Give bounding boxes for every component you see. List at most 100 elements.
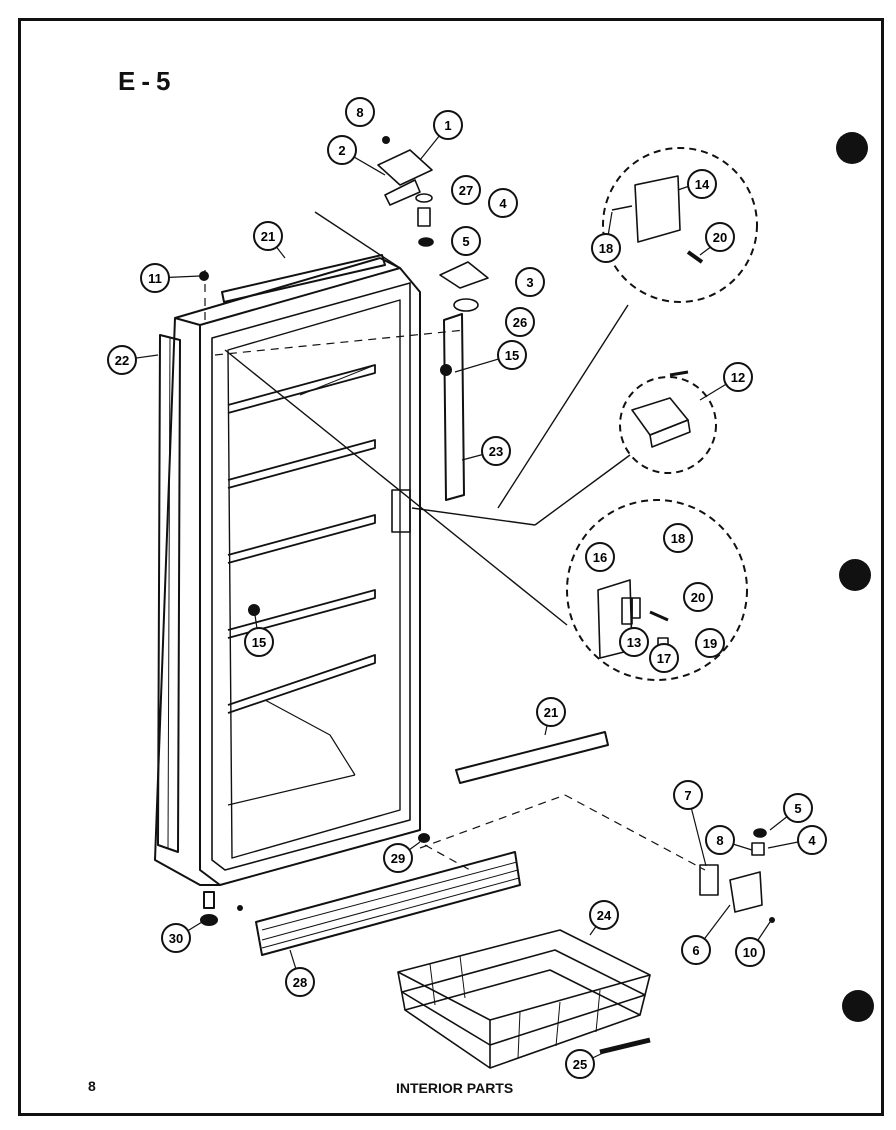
- cabinet-shell: [154, 211, 421, 886]
- svg-text:4: 4: [808, 833, 816, 848]
- callout-10: 10: [735, 937, 765, 967]
- svg-text:21: 21: [261, 229, 275, 244]
- callout-bubbles: 1 2 8 27 4 5 3 26 21 11 14 18 20 12 23 2…: [107, 97, 827, 1079]
- callout-21-bottom: 21: [536, 697, 566, 727]
- hinge-detail-parts: [611, 175, 704, 264]
- svg-text:30: 30: [169, 931, 183, 946]
- callout-24: 24: [589, 900, 619, 930]
- svg-text:18: 18: [671, 531, 685, 546]
- svg-text:22: 22: [115, 353, 129, 368]
- callout-21-top: 21: [253, 221, 283, 251]
- callout-4-bottom: 4: [797, 825, 827, 855]
- basket-rail: [599, 1037, 651, 1055]
- callout-8-top: 8: [345, 97, 375, 127]
- callout-29: 29: [383, 843, 413, 873]
- svg-text:18: 18: [599, 241, 613, 256]
- callout-18-top: 18: [591, 233, 621, 263]
- binder-holes: [836, 132, 874, 1022]
- door-seal-strip: [157, 334, 181, 853]
- kickplate-grille: [255, 851, 521, 956]
- svg-text:16: 16: [593, 550, 607, 565]
- svg-text:10: 10: [743, 945, 757, 960]
- svg-text:11: 11: [148, 271, 162, 286]
- callout-28: 28: [285, 967, 315, 997]
- callout-4-top: 4: [488, 188, 518, 218]
- svg-text:28: 28: [293, 975, 307, 990]
- fasteners: [199, 136, 775, 923]
- svg-text:24: 24: [597, 908, 612, 923]
- callout-5-bottom: 5: [783, 793, 813, 823]
- svg-text:25: 25: [573, 1057, 587, 1072]
- top-hinge-assembly: [377, 149, 489, 312]
- svg-text:14: 14: [695, 177, 710, 192]
- svg-text:12: 12: [731, 370, 745, 385]
- callout-20-bottom: 20: [683, 582, 713, 612]
- svg-text:27: 27: [459, 183, 473, 198]
- callout-17: 17: [649, 643, 679, 673]
- switch-detail-circle: [619, 376, 717, 474]
- svg-text:23: 23: [489, 444, 503, 459]
- svg-text:20: 20: [713, 230, 727, 245]
- svg-text:20: 20: [691, 590, 705, 605]
- svg-text:19: 19: [703, 636, 717, 651]
- svg-text:15: 15: [252, 635, 266, 650]
- callout-16: 16: [585, 542, 615, 572]
- wire-basket: [397, 929, 651, 1069]
- callout-26: 26: [505, 307, 535, 337]
- bottom-hinge-assembly: [699, 828, 767, 913]
- callout-15-left: 15: [244, 627, 274, 657]
- callout-23: 23: [481, 436, 511, 466]
- svg-text:13: 13: [627, 635, 641, 650]
- light-switch: [631, 397, 691, 448]
- callout-1: 1: [433, 110, 463, 140]
- svg-text:7: 7: [684, 788, 691, 803]
- latch-detail-circle: [566, 499, 748, 681]
- callout-13: 13: [619, 627, 649, 657]
- top-trim: [221, 254, 386, 303]
- callout-18-bottom: 18: [663, 523, 693, 553]
- svg-text:5: 5: [794, 801, 801, 816]
- callout-2: 2: [327, 135, 357, 165]
- page-number: 8: [88, 1078, 96, 1094]
- svg-text:2: 2: [338, 143, 345, 158]
- hinge-detail-circle: [602, 147, 758, 303]
- svg-text:15: 15: [505, 348, 519, 363]
- callout-15-right: 15: [497, 340, 527, 370]
- svg-text:21: 21: [544, 705, 558, 720]
- callout-22: 22: [107, 345, 137, 375]
- svg-text:3: 3: [526, 275, 533, 290]
- callout-30: 30: [161, 923, 191, 953]
- callout-8-bottom: 8: [705, 825, 735, 855]
- callout-5-top: 5: [451, 226, 481, 256]
- callout-7: 7: [673, 780, 703, 810]
- latch-detail-parts: [597, 370, 689, 659]
- svg-text:6: 6: [692, 943, 699, 958]
- callout-3: 3: [515, 267, 545, 297]
- page-border: [18, 18, 884, 1116]
- svg-text:29: 29: [391, 851, 405, 866]
- page-title: INTERIOR PARTS: [396, 1080, 514, 1096]
- detail-leader-lines: [224, 304, 631, 626]
- callout-6: 6: [681, 935, 711, 965]
- callout-27: 27: [451, 175, 481, 205]
- callout-19: 19: [695, 628, 725, 658]
- bottom-trim: [455, 731, 609, 784]
- svg-text:8: 8: [356, 105, 363, 120]
- callout-14: 14: [687, 169, 717, 199]
- leveling-legs: [200, 833, 430, 926]
- svg-text:1: 1: [444, 118, 451, 133]
- corner-section-code: E-5: [118, 66, 177, 96]
- svg-text:8: 8: [716, 833, 723, 848]
- svg-text:4: 4: [499, 196, 507, 211]
- svg-text:5: 5: [462, 234, 469, 249]
- callout-20-top: 20: [705, 222, 735, 252]
- callout-11: 11: [140, 263, 170, 293]
- shelves: [227, 364, 376, 806]
- assembly-dashed-lines: [204, 270, 706, 871]
- callout-25: 25: [565, 1049, 595, 1079]
- svg-text:26: 26: [513, 315, 527, 330]
- callout-12: 12: [723, 362, 753, 392]
- latch-bracket: [391, 489, 411, 533]
